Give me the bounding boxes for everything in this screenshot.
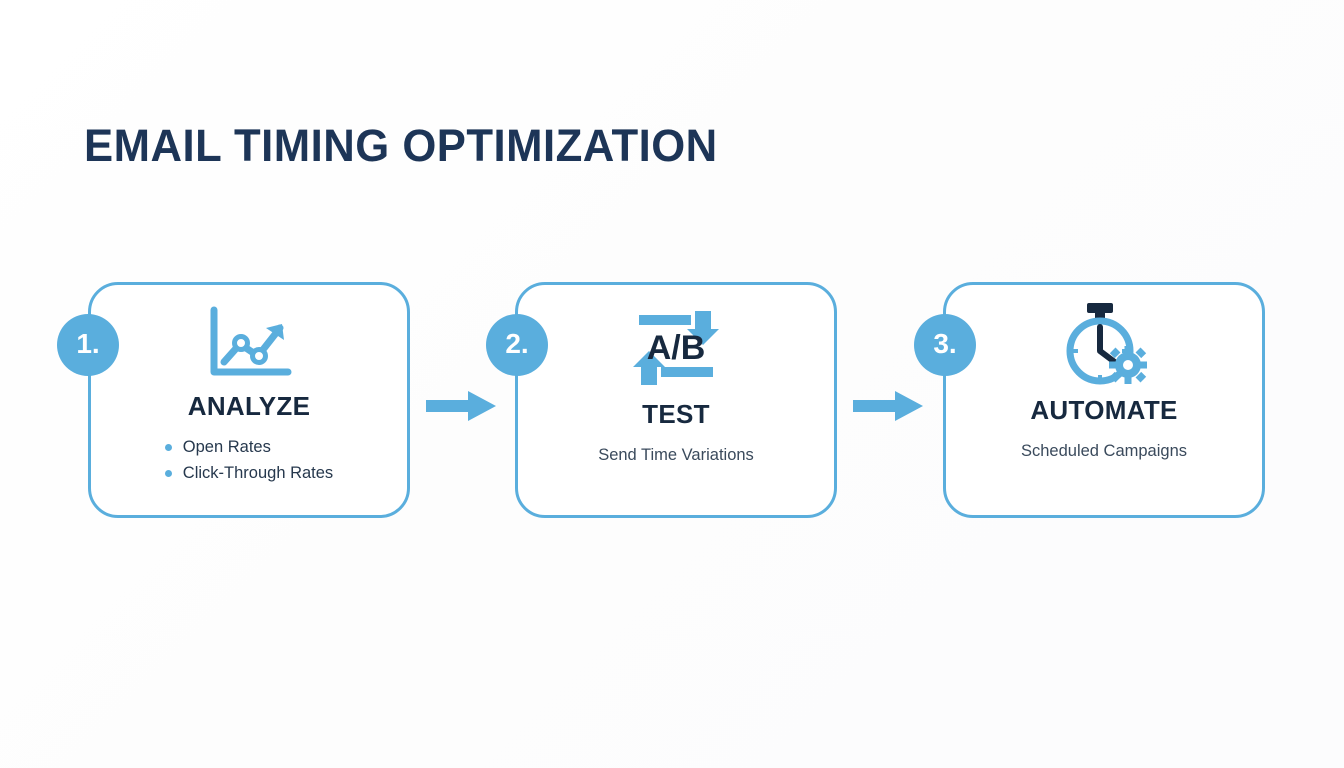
page-title: EMAIL TIMING OPTIMIZATION — [84, 120, 718, 171]
step-heading: ANALYZE — [187, 391, 311, 421]
list-item: Click-Through Rates — [164, 460, 334, 486]
step-number-badge-2: 2. — [486, 314, 548, 376]
line-chart-growth-icon — [204, 305, 294, 383]
arrow-step-2-to-3 — [853, 391, 925, 421]
step-number-badge-1: 1. — [57, 314, 119, 376]
bullet-dot-icon — [164, 470, 172, 477]
svg-text:A/B: A/B — [647, 329, 706, 367]
step-number-badge-3: 3. — [914, 314, 976, 376]
step-heading: TEST — [642, 399, 710, 429]
list-item-label: Open Rates — [182, 438, 271, 456]
stopwatch-gear-icon — [1056, 301, 1152, 389]
ab-test-icon: A/B — [629, 309, 723, 389]
step-heading: AUTOMATE — [1030, 395, 1178, 425]
arrow-step-1-to-2 — [426, 391, 498, 421]
bullet-dot-icon — [164, 444, 172, 451]
step-bullet-list: Open Rates Click-Through Rates — [164, 434, 334, 486]
step-card-automate[interactable]: AUTOMATE Scheduled Campaigns — [943, 282, 1265, 518]
list-item-label: Click-Through Rates — [182, 464, 334, 482]
step-card-test[interactable]: A/B TEST Send Time Variations — [515, 282, 837, 518]
list-item: Open Rates — [164, 434, 333, 460]
step-subtitle: Scheduled Campaigns — [1020, 442, 1188, 460]
step-subtitle: Send Time Variations — [598, 446, 754, 464]
step-card-analyze[interactable]: ANALYZE Open Rates Click-Through Rates — [88, 282, 410, 518]
